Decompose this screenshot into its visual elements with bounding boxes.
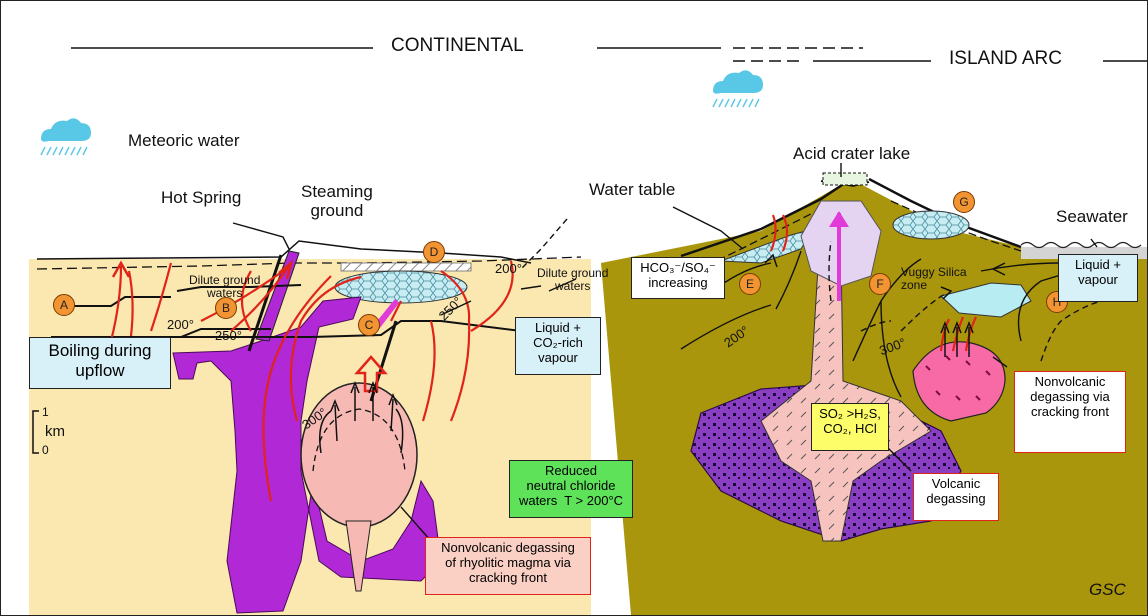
temp-250-left: 250° <box>215 328 242 343</box>
marker-e: E <box>739 273 761 295</box>
nonvolcanic-rhyolitic-box: Nonvolcanic degassing of rhyolitic magma… <box>425 537 591 595</box>
temp-200-left: 200° <box>167 317 194 332</box>
acid-crater-lake-label: Acid crater lake <box>793 145 910 164</box>
marker-b: B <box>215 297 237 319</box>
aquifer-zone-arc-right <box>893 211 969 239</box>
rain-cloud-icon-right <box>713 70 763 93</box>
meteoric-water-label: Meteoric water <box>128 132 239 151</box>
boiling-upflow-box: Boiling during upflow <box>29 337 171 389</box>
marker-a: A <box>53 294 75 316</box>
marker-c: C <box>358 314 380 336</box>
header-island-arc: ISLAND ARC <box>939 49 1072 70</box>
nonvolcanic-front-box: Nonvolcanic degassing via cracking front <box>1014 371 1126 453</box>
volcanic-degassing-box: Volcanic degassing <box>913 473 999 521</box>
vuggy-silica-label: Vuggy Silica zone <box>901 266 967 292</box>
marker-d: D <box>423 241 445 263</box>
hot-spring-label: Hot Spring <box>161 189 241 208</box>
rain-lines-right <box>713 99 759 107</box>
scale-bottom: 0 <box>42 444 49 457</box>
steaming-ground-hatch <box>341 263 471 271</box>
marker-g: G <box>953 191 975 213</box>
rain-cloud-icon-left <box>41 118 91 141</box>
liquid-vapour-box: Liquid + vapour <box>1058 254 1138 302</box>
seawater-label: Seawater <box>1056 208 1128 227</box>
reduced-chloride-box: Reduced neutral chloride waters T > 200°… <box>509 460 633 518</box>
marker-f: F <box>869 273 891 295</box>
liquid-co2-box: Liquid + CO₂-rich vapour <box>515 317 601 375</box>
acid-lake <box>823 173 867 185</box>
gsc-credit: GSC <box>1089 581 1126 600</box>
pink-magma-body <box>301 383 417 527</box>
dilute-ground-waters-right: Dilute ground waters <box>537 267 608 293</box>
header-continental: CONTINENTAL <box>381 36 534 57</box>
water-table-label: Water table <box>589 181 675 200</box>
so2-gas-box: SO₂ >H₂S, CO₂, HCl <box>811 403 889 451</box>
hco3-so4-box: HCO₃⁻/SO₄⁻ increasing <box>631 257 725 299</box>
seawater-wave <box>1021 243 1141 248</box>
steaming-ground-label: Steaming ground <box>301 183 373 220</box>
scale-top: 1 <box>42 406 49 419</box>
scale-unit: km <box>45 424 65 441</box>
rain-lines-left <box>41 147 87 155</box>
temp-200-mid: 200° <box>495 261 522 276</box>
